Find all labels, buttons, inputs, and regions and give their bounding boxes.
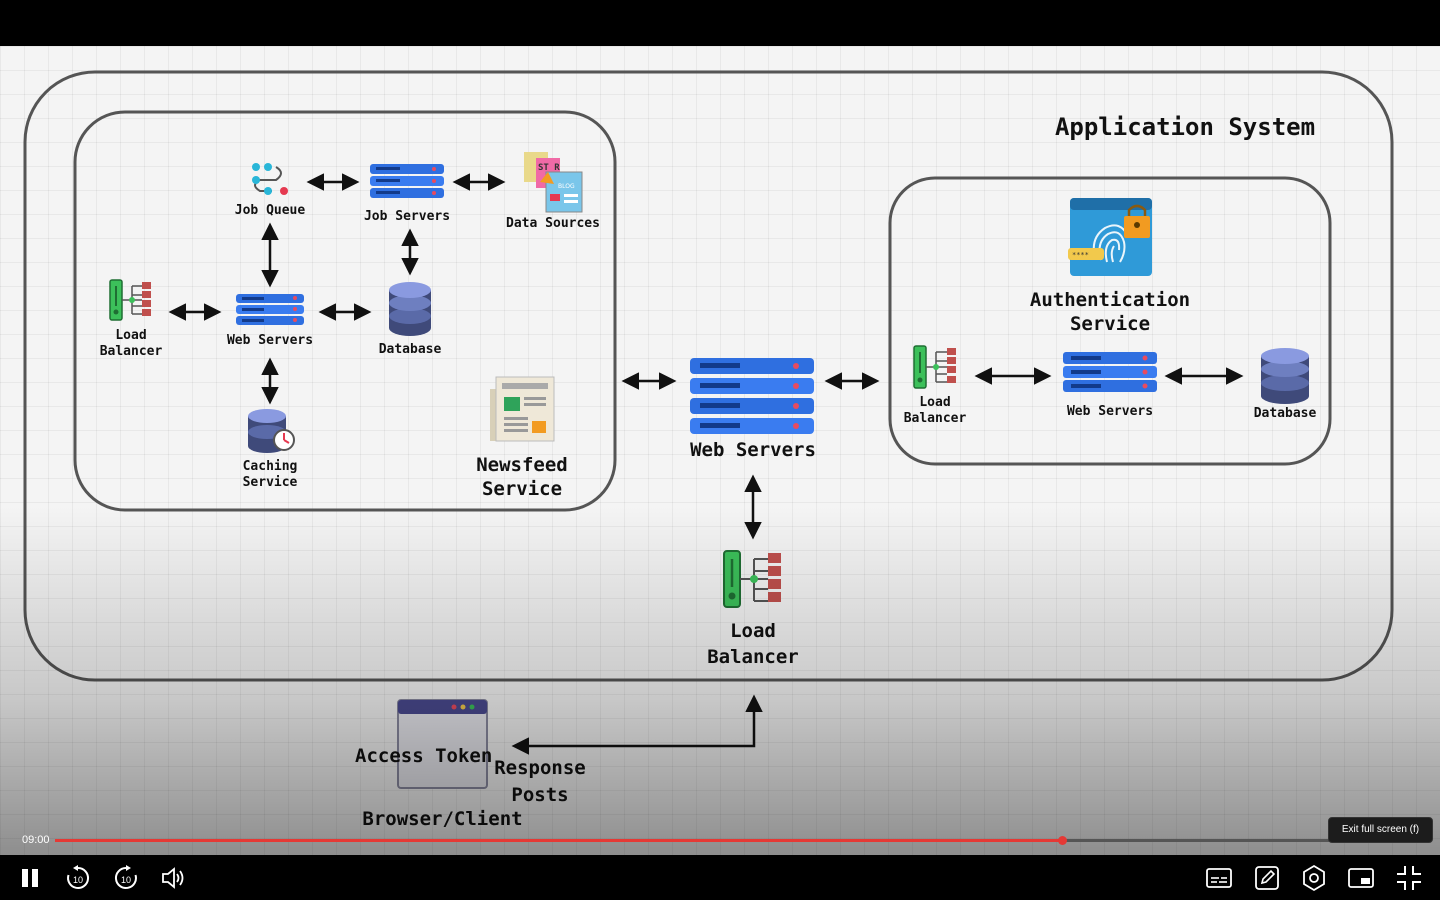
diagram-shapes <box>23 70 1394 755</box>
newsfeed-service-container <box>73 110 617 512</box>
svg-text:10: 10 <box>73 875 83 885</box>
auth-database-label: Database <box>1253 406 1317 421</box>
arrow-client-lb <box>511 694 763 755</box>
exit-fullscreen-button[interactable] <box>1387 855 1431 900</box>
picture-in-picture-button[interactable] <box>1339 855 1383 900</box>
exit-fullscreen-icon <box>1397 865 1421 890</box>
queue-icon <box>252 163 288 195</box>
svg-text:ST R: ST R <box>538 163 560 173</box>
video-frame[interactable]: ST R BLOG <box>0 46 1440 855</box>
settings-button[interactable] <box>1292 855 1336 900</box>
load-balancer-icon <box>913 345 956 389</box>
auth-web-servers-label: Web Servers <box>1066 404 1154 419</box>
diagram-icons: ST R BLOG <box>109 152 1309 789</box>
central-web-servers-label: Web Servers <box>690 439 816 461</box>
newsfeed-web-servers-label: Web Servers <box>226 333 314 348</box>
progress-scrubber[interactable] <box>1058 836 1067 845</box>
server-stack-icon <box>1063 352 1157 392</box>
svg-text:****: **** <box>1072 251 1089 259</box>
pause-icon <box>22 868 38 887</box>
database-icon <box>389 282 431 336</box>
server-stack-icon <box>690 358 814 434</box>
response-label: Response <box>494 757 586 779</box>
volume-icon <box>162 866 184 889</box>
rewind-10-icon: 10 <box>67 864 90 889</box>
top-letterbox <box>0 0 1440 46</box>
fingerprint-lock-icon: **** <box>1068 198 1152 276</box>
data-sources-label: Data Sources <box>506 216 600 231</box>
svg-text:10: 10 <box>121 875 131 885</box>
database-icon <box>1261 348 1309 404</box>
forward-10-icon: 10 <box>114 864 137 889</box>
browser-client-label: Browser/Client <box>362 808 523 830</box>
auth-load-balancer-label: Load Balancer <box>903 395 967 427</box>
newsfeed-database-label: Database <box>378 342 442 357</box>
application-system-container <box>23 70 1394 682</box>
job-servers-label: Job Servers <box>363 209 451 224</box>
caching-service-label: Caching Service <box>242 459 298 491</box>
fullscreen-tooltip: Exit full screen (f) <box>1328 817 1433 843</box>
newsfeed-service-title: Newsfeed Service <box>476 454 568 500</box>
progress-fill <box>55 839 1062 842</box>
access-token-label: Access Token <box>355 745 493 767</box>
pause-button[interactable] <box>8 855 52 900</box>
data-sources-icon: ST R BLOG <box>524 152 583 213</box>
svg-text:BLOG: BLOG <box>558 183 575 190</box>
settings-icon <box>1303 864 1325 891</box>
application-system-title: Application System <box>1054 113 1316 141</box>
central-load-balancer-label: Load Balancer <box>707 620 799 669</box>
notes-button[interactable] <box>1245 855 1289 900</box>
server-stack-icon <box>370 164 444 198</box>
newspaper-icon <box>490 376 555 442</box>
load-balancer-icon <box>109 279 151 321</box>
edit-note-icon <box>1255 865 1279 890</box>
cache-database-icon <box>248 409 295 453</box>
load-balancer-icon <box>723 550 781 608</box>
captions-button[interactable] <box>1197 855 1241 900</box>
browser-window-icon <box>397 699 488 789</box>
job-queue-label: Job Queue <box>234 203 306 218</box>
newsfeed-load-balancer-label: Load Balancer <box>99 328 163 360</box>
server-stack-icon <box>236 294 304 325</box>
posts-label: Posts <box>511 784 569 806</box>
captions-icon <box>1206 867 1232 888</box>
picture-in-picture-icon <box>1348 867 1374 888</box>
forward-10-button[interactable]: 10 <box>104 855 148 900</box>
player-controls-bar <box>0 855 1440 900</box>
rewind-10-button[interactable]: 10 <box>56 855 100 900</box>
authentication-service-container <box>888 176 1332 466</box>
volume-button[interactable] <box>151 855 195 900</box>
current-time: 09:00 <box>22 834 50 846</box>
authentication-service-title: Authentication Service <box>1029 289 1191 335</box>
